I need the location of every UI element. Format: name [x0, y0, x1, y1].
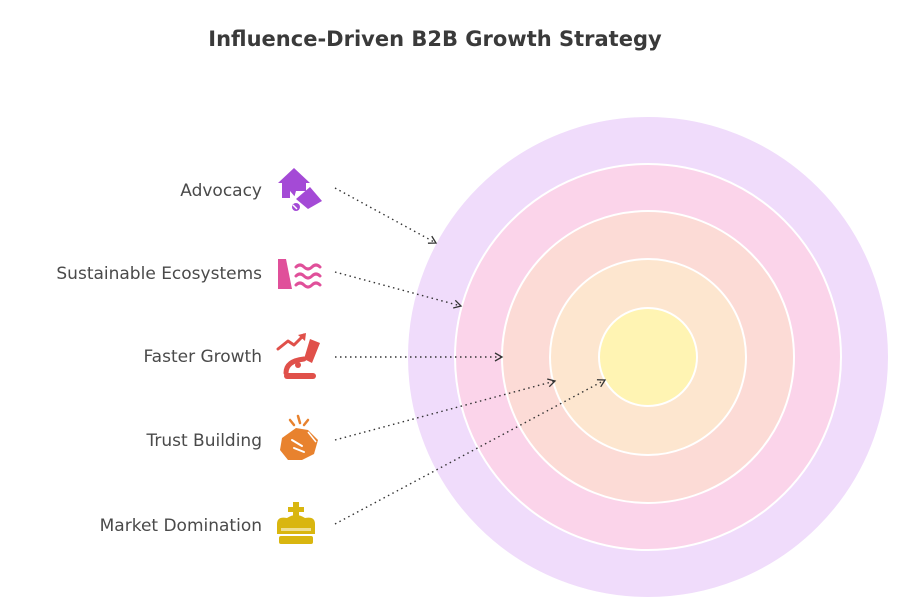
microscope-growth-icon [276, 333, 320, 379]
dam-water-icon [278, 259, 322, 289]
label-trust-building: Trust Building [146, 431, 262, 451]
arrow-sustainable-ecosystems [334, 271, 463, 309]
crown-icon [277, 502, 315, 544]
arrow-advocacy [334, 187, 438, 244]
label-faster-growth: Faster Growth [143, 347, 262, 367]
label-sustainable-ecosystems: Sustainable Ecosystems [56, 264, 262, 284]
center-circle [598, 307, 698, 407]
label-advocacy: Advocacy [180, 181, 262, 201]
diagram-title: Influence-Driven B2B Growth Strategy [208, 27, 662, 51]
handshake-icon [280, 414, 318, 460]
arrow-market-domination [334, 379, 607, 525]
label-market-domination: Market Domination [99, 516, 262, 536]
megaphone-house-icon [278, 168, 322, 211]
